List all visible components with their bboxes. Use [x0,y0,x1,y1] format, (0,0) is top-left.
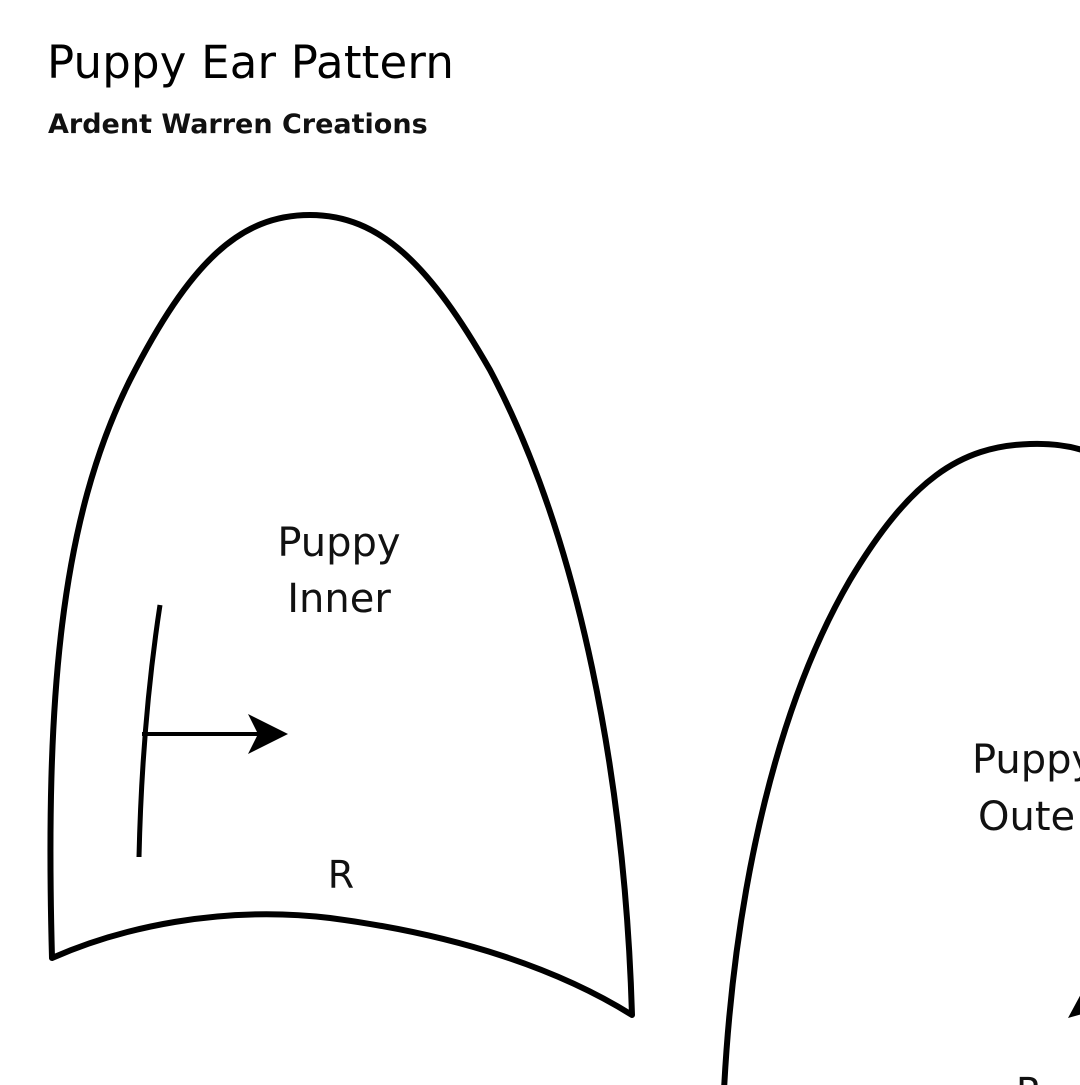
inner-label-line2: Inner [287,576,391,622]
page-subtitle: Ardent Warren Creations [48,109,428,140]
inner-direction-arrowhead [248,714,288,754]
inner-label-line1: Puppy [277,520,400,566]
page-title: Puppy Ear Pattern [47,36,455,89]
outer-label-line1: Puppy [972,737,1080,783]
inner-ear-outline [47,212,635,1018]
outer-direction-arrowhead [1068,995,1080,1018]
outer-ear-piece: Puppy Oute R [721,440,1080,1085]
inner-ear-piece: Puppy Inner R [47,212,635,1018]
inner-grainline [136,604,163,858]
outer-ear-outline [721,440,1080,1085]
outer-side-marker: R [1016,1070,1042,1085]
inner-side-marker: R [328,853,354,897]
outer-label-line2: Oute [978,794,1075,840]
